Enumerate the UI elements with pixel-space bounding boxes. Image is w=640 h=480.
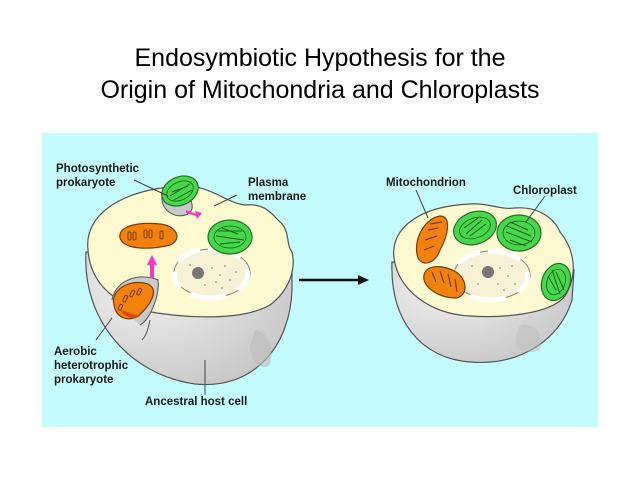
mitochondrion-1 — [416, 215, 449, 264]
title-line-1: Endosymbiotic Hypothesis for the — [134, 44, 506, 72]
aerobic-heterotrophic-prokaryote — [111, 276, 159, 341]
label-mitochondrion: Mitochondrion — [386, 177, 466, 189]
page-title: Endosymbiotic Hypothesis for the Origin … — [0, 42, 640, 106]
label-photosynthetic-2: prokaryote — [56, 177, 115, 189]
label-chloroplast: Chloroplast — [513, 185, 577, 197]
transition-arrow — [299, 275, 369, 285]
nucleus-right — [452, 248, 531, 303]
chloroplast-2 — [496, 214, 542, 252]
label-aerobic-3: prokaryote — [54, 374, 113, 386]
leader-lines-left — [95, 179, 238, 395]
label-photosynthetic-1: Photosynthetic — [56, 163, 140, 175]
mitochondrion-engulfed — [119, 222, 178, 249]
mitochondrion-2 — [423, 266, 466, 299]
chloroplast-3 — [540, 262, 572, 302]
engulfment-arrows — [147, 210, 202, 278]
nucleus-left — [172, 246, 251, 301]
label-ancestral-host-cell: Ancestral host cell — [145, 396, 247, 408]
leader-lines-right — [415, 189, 546, 223]
chloroplast-engulfed — [207, 219, 253, 255]
label-plasma-2: membrane — [248, 191, 306, 203]
photosynthetic-prokaryote — [161, 175, 199, 217]
label-aerobic-1: Aerobic — [54, 346, 97, 358]
chloroplast-1 — [453, 210, 497, 246]
label-plasma-1: Plasma — [248, 177, 289, 189]
label-aerobic-2: heterotrophic — [54, 360, 129, 372]
title-line-2: Origin of Mitochondria and Chloroplasts — [100, 76, 540, 104]
